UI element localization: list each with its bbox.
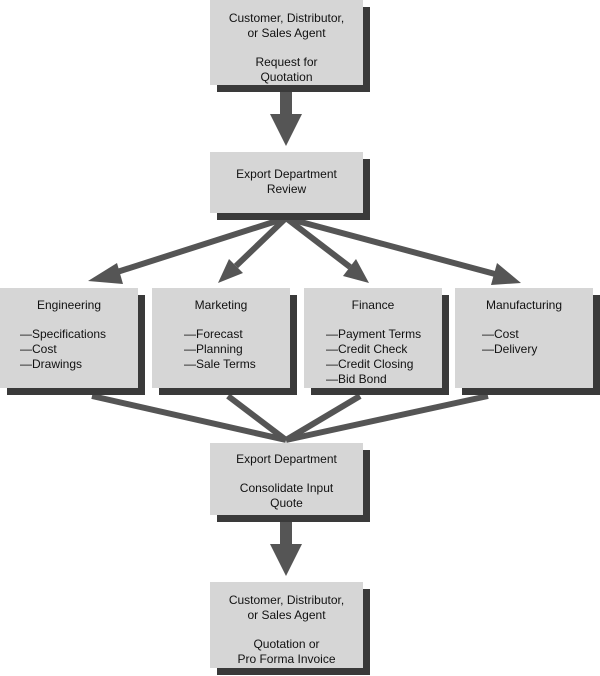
customer-request-body-line-2: Quotation bbox=[260, 70, 313, 84]
manufacturing-item: —Cost bbox=[482, 327, 519, 341]
export-review-title-line-2: Review bbox=[266, 182, 307, 196]
finance-item: —Bid Bond bbox=[326, 372, 387, 386]
engineering-item: —Drawings bbox=[20, 357, 83, 371]
finance-item-list: —Payment Terms —Credit Check —Credit Clo… bbox=[304, 327, 442, 387]
customer-request-body-line-1: Request for bbox=[255, 55, 318, 69]
engineering-item: —Specifications bbox=[20, 327, 107, 341]
marketing-item: —Sale Terms bbox=[184, 357, 256, 371]
finance-box: Finance —Payment Terms —Credit Check —Cr… bbox=[304, 288, 442, 388]
marketing-item-list: —Forecast —Planning —Sale Terms bbox=[152, 327, 290, 372]
finance-item: —Credit Closing bbox=[326, 357, 414, 371]
arrow-review-to-marketing bbox=[218, 215, 289, 283]
marketing-box: Marketing —Forecast —Planning —Sale Term… bbox=[152, 288, 290, 388]
arrow-review-to-engineering bbox=[88, 215, 287, 284]
finance-title: Finance bbox=[351, 298, 395, 312]
customer-quotation-body-line-2: Pro Forma Invoice bbox=[237, 652, 336, 666]
manufacturing-item-list: —Cost —Delivery bbox=[455, 327, 593, 357]
marketing-title: Marketing bbox=[194, 298, 248, 312]
export-review-title-line-1: Export Department bbox=[236, 167, 337, 181]
customer-request-title-line-1: Customer, Distributor, bbox=[228, 11, 345, 25]
arrow-review-to-manufacturing bbox=[285, 215, 521, 285]
export-consolidate-box: Export Department Consolidate Input Quot… bbox=[210, 443, 363, 515]
arrow-consolidate-to-quotation bbox=[270, 520, 302, 576]
customer-quotation-title-line-2: or Sales Agent bbox=[247, 608, 326, 622]
customer-request-box: Customer, Distributor, or Sales Agent Re… bbox=[210, 0, 363, 85]
customer-quotation-title-line-1: Customer, Distributor, bbox=[228, 593, 345, 607]
manufacturing-box: Manufacturing —Cost —Delivery bbox=[455, 288, 593, 388]
export-consolidate-title: Export Department bbox=[236, 452, 337, 466]
customer-quotation-body-line-1: Quotation or bbox=[253, 637, 320, 651]
export-consolidate-body-line-2: Quote bbox=[270, 496, 303, 510]
export-review-box: Export Department Review bbox=[210, 152, 363, 213]
finance-item: —Credit Check bbox=[326, 342, 408, 356]
engineering-item: —Cost bbox=[20, 342, 57, 356]
lines-departments-to-consolidate bbox=[91, 393, 489, 443]
engineering-box: Engineering —Specifications —Cost —Drawi… bbox=[0, 288, 138, 388]
arrow-review-to-finance bbox=[284, 215, 369, 283]
export-consolidate-body-line-1: Consolidate Input bbox=[239, 481, 334, 495]
finance-item: —Payment Terms bbox=[326, 327, 422, 341]
engineering-title: Engineering bbox=[36, 298, 102, 312]
marketing-item: —Forecast bbox=[184, 327, 243, 341]
marketing-item: —Planning bbox=[184, 342, 243, 356]
customer-quotation-box: Customer, Distributor, or Sales Agent Qu… bbox=[210, 582, 363, 668]
arrow-request-to-review bbox=[270, 88, 302, 146]
engineering-item-list: —Specifications —Cost —Drawings bbox=[0, 327, 138, 372]
manufacturing-item: —Delivery bbox=[482, 342, 538, 356]
manufacturing-title: Manufacturing bbox=[485, 298, 563, 312]
customer-request-title-line-2: or Sales Agent bbox=[247, 26, 326, 40]
